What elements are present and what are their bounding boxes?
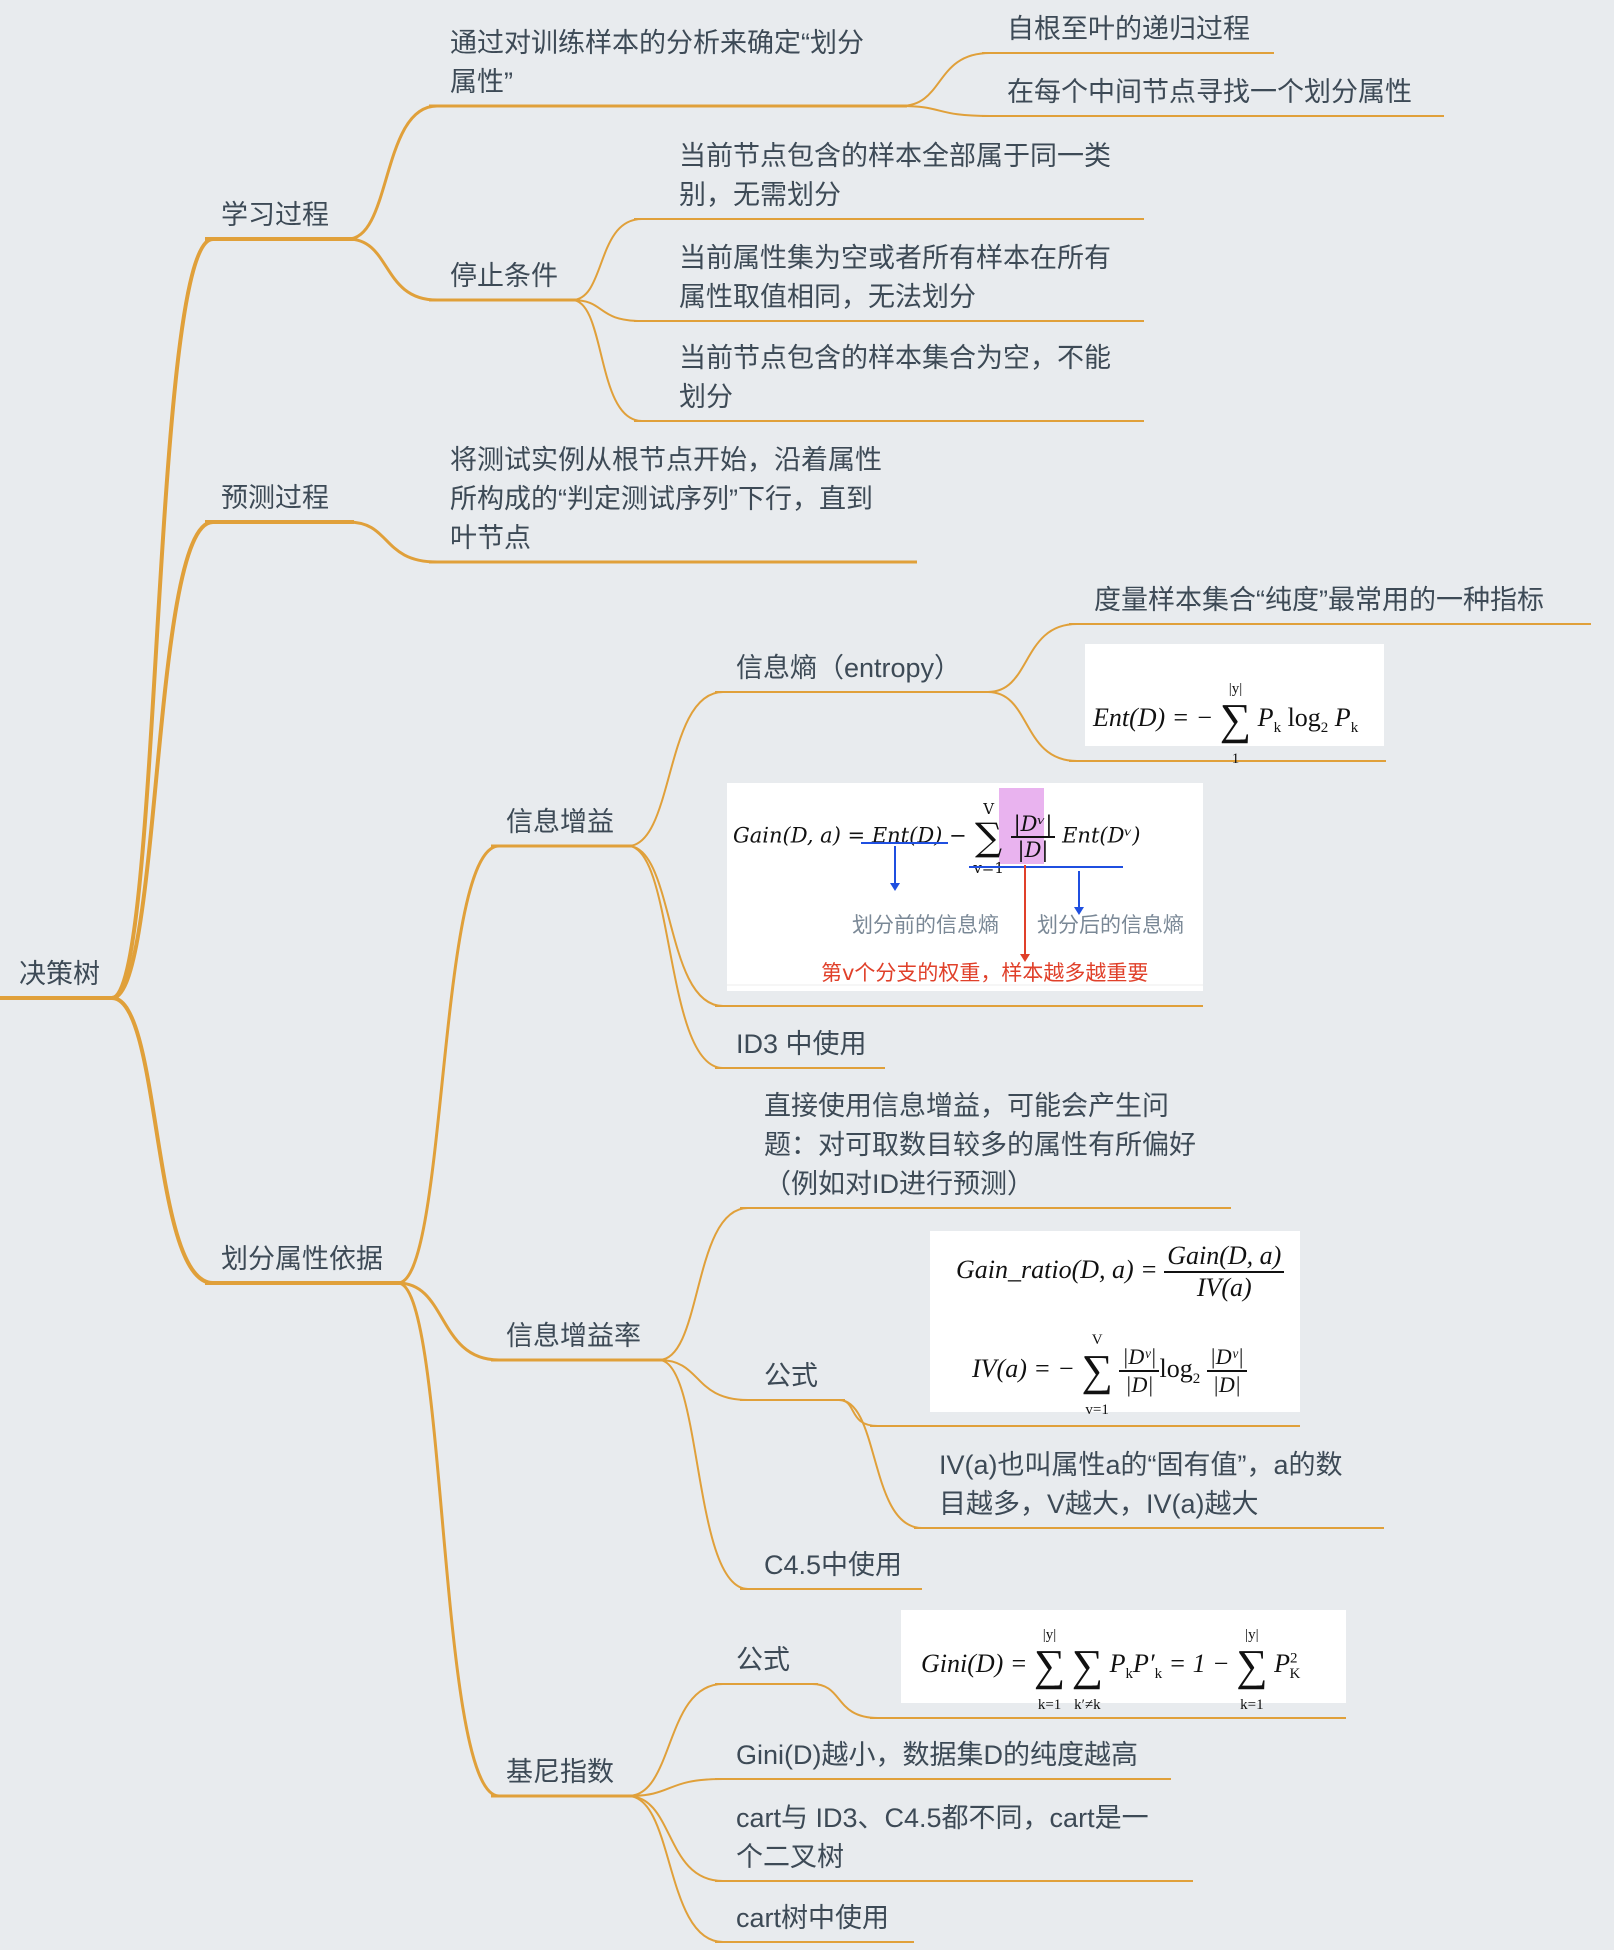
sigma-icon: |y|∑k=1 — [1033, 1627, 1066, 1713]
node-entd[interactable]: 度量样本集合“纯度”最常用的一种指标 — [1094, 585, 1544, 615]
node-stop[interactable]: 停止条件 — [450, 261, 558, 291]
node-iv[interactable]: IV(a)也叫属性a的“固有值”，a的数 目越多，V越大，IV(a)越大 — [939, 1450, 1343, 1519]
branch-connector — [627, 1778, 724, 1797]
branch-connector — [111, 520, 214, 1000]
branch-connector — [397, 1281, 500, 1798]
weight-highlight — [999, 788, 1044, 864]
branch-connector — [627, 691, 724, 847]
sigma-icon: ∑k′≠k — [1071, 1641, 1104, 1713]
branch-connector — [987, 623, 1078, 693]
node-cart[interactable]: cart与 ID3、C4.5都不同，cart是一 个二叉树 — [736, 1803, 1149, 1872]
branch-connector — [347, 520, 438, 564]
after-entropy-label: 划分后的信息熵 — [1037, 913, 1184, 937]
branch-connector — [987, 691, 1078, 762]
node-ratio[interactable]: 信息增益率 — [506, 1321, 641, 1351]
branch-connector — [571, 218, 643, 301]
node-split[interactable]: 划分属性依据 — [221, 1244, 383, 1274]
branch-connector — [111, 996, 214, 1285]
node-det0[interactable]: 自根至叶的递归过程 — [1007, 14, 1250, 44]
branch-connector — [397, 1281, 500, 1362]
branch-connector — [347, 237, 438, 302]
node-det1[interactable]: 在每个中间节点寻找一个划分属性 — [1007, 77, 1412, 107]
gini-formula: Gini(D) = |y|∑k=1 ∑k′≠k PkP′k = 1 − |y|∑… — [901, 1610, 1346, 1713]
node-ent[interactable]: 信息熵（entropy） — [736, 653, 962, 683]
node-rp[interactable]: 直接使用信息增益，可能会产生问 题：对可取数目较多的属性有所偏好 （例如对ID进… — [764, 1091, 1196, 1199]
node-gini[interactable]: 基尼指数 — [506, 1757, 614, 1787]
node-gf[interactable]: 公式 — [736, 1645, 790, 1675]
node-cu[interactable]: cart树中使用 — [736, 1903, 890, 1933]
branch-connector — [811, 1683, 879, 1719]
node-gain[interactable]: 信息增益 — [506, 807, 614, 837]
branch-connector — [627, 845, 724, 1007]
branch-connector — [397, 844, 500, 1285]
sigma-icon: |y|∑k=1 — [1236, 1627, 1268, 1713]
node-root[interactable]: 决策树 — [19, 959, 100, 989]
node-c45[interactable]: C4.5中使用 — [764, 1550, 903, 1580]
node-pc[interactable]: 将测试实例从根节点开始，沿着属性 所构成的“判定测试序列”下行，直到 叶节点 — [450, 445, 882, 553]
branch-connector — [658, 1359, 749, 1401]
node-det[interactable]: 通过对训练样本的分析来确定“划分 属性” — [450, 28, 864, 97]
branch-connector — [900, 52, 991, 107]
branch-connector — [658, 1207, 749, 1361]
node-rf[interactable]: 公式 — [764, 1361, 818, 1391]
branch-connector — [838, 1399, 923, 1529]
gain-formula: Gain(D, a) = Ent(D) − V∑v=1 |Dᵛ||D| Ent(… — [727, 783, 1203, 991]
node-gn[interactable]: Gini(D)越小，数据集D的纯度越高 — [736, 1740, 1138, 1770]
branch-connector — [627, 1683, 724, 1797]
sigma-icon: V∑v=1 — [1081, 1332, 1113, 1418]
annotation-arrows — [727, 842, 1203, 986]
branch-connector — [347, 104, 438, 241]
node-s2[interactable]: 当前节点包含的样本集合为空，不能 划分 — [679, 343, 1111, 412]
branch-connector — [111, 237, 214, 1000]
branch-connector — [900, 105, 991, 117]
branch-connector — [627, 1795, 724, 1882]
gain-ratio-formula: Gain_ratio(D, a) = Gain(D, a)IV(a) IV(a)… — [930, 1231, 1300, 1418]
branch-connector — [627, 1795, 724, 1943]
formula-text: Ent(D) = − — [1093, 702, 1214, 732]
sigma-icon: |y|∑1 — [1219, 681, 1252, 767]
node-id3[interactable]: ID3 中使用 — [736, 1029, 867, 1059]
node-s0[interactable]: 当前节点包含的样本全部属于同一类 别，无需划分 — [679, 141, 1111, 210]
branch-connector — [658, 1359, 749, 1590]
weight-label: 第v个分支的权重，样本越多越重要 — [821, 961, 1149, 985]
before-entropy-label: 划分前的信息熵 — [852, 913, 999, 937]
node-predict[interactable]: 预测过程 — [221, 483, 329, 513]
node-s1[interactable]: 当前属性集为空或者所有样本在所有 属性取值相同，无法划分 — [679, 243, 1111, 312]
branch-connector — [627, 845, 724, 1069]
node-learn[interactable]: 学习过程 — [221, 200, 329, 230]
branch-connector — [571, 299, 643, 322]
entropy-formula: Ent(D) = − |y|∑1 Pk log2 Pk — [1085, 644, 1384, 767]
branch-connector — [571, 299, 643, 422]
